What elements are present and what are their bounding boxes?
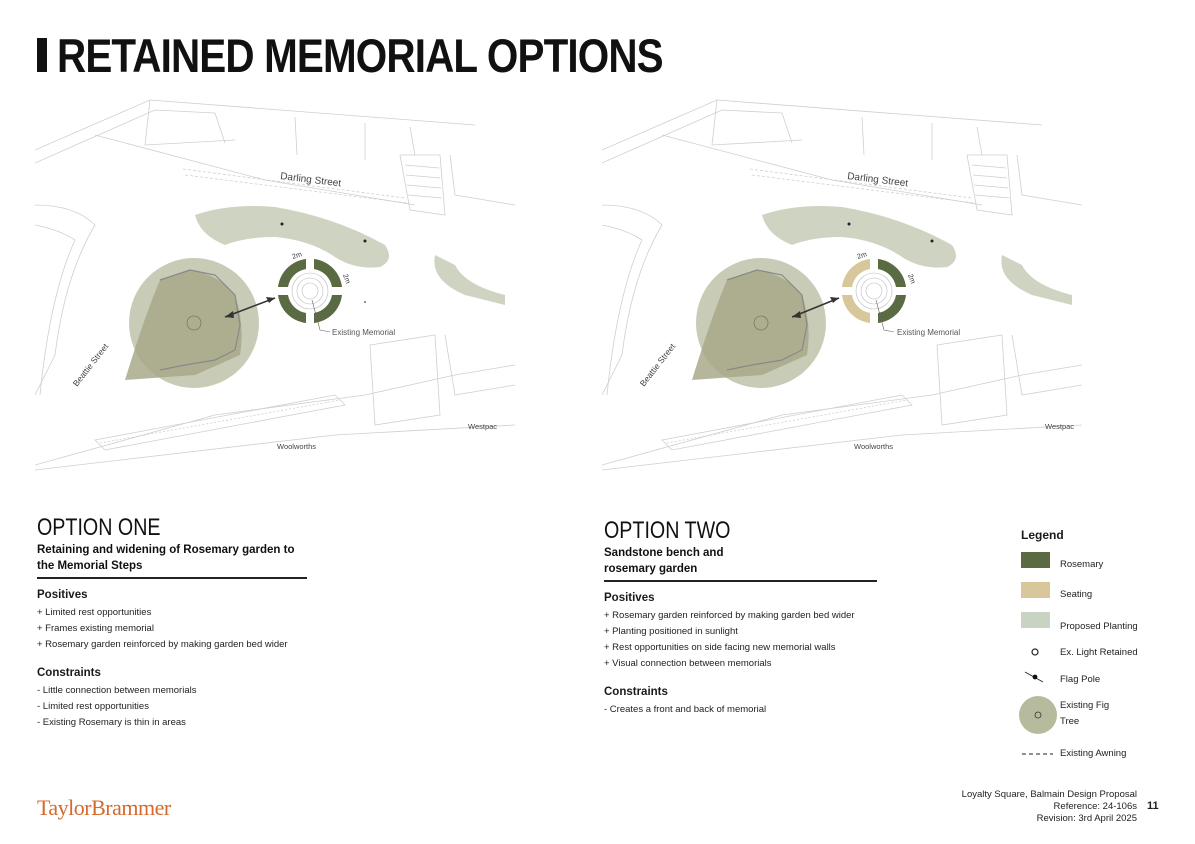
- list-item: - Little connection between memorials: [37, 685, 197, 696]
- revision: Revision: 3rd April 2025: [1036, 813, 1137, 824]
- positives-list: + Rosemary garden reinforced by making g…: [604, 608, 904, 672]
- darling-street-label: Darling Street: [847, 171, 909, 189]
- dimension-label: 2m: [291, 251, 303, 261]
- option-one-panel: OPTION ONE Retaining and widening of Ros…: [37, 515, 337, 731]
- woolworths-label: Woolworths: [854, 442, 893, 451]
- rosemary-swatch: [1021, 552, 1050, 568]
- title-accent-bar: [37, 38, 47, 72]
- legend-label: Ex. Light Retained: [1060, 647, 1138, 658]
- constraints-list: - Little connection between memorials - …: [37, 683, 337, 731]
- list-item: - Limited rest opportunities: [37, 701, 149, 712]
- list-item: - Creates a front and back of memorial: [604, 704, 767, 715]
- site-plan-option-two: Existing Memorial 2m 2m Darling Street B…: [602, 95, 1082, 475]
- legend-item-seating: Seating: [1021, 582, 1181, 612]
- constraints-heading: Constraints: [604, 686, 668, 698]
- option-subtitle-line: Retaining and widening of Rosemary garde…: [37, 544, 295, 556]
- project-name: Loyalty Square, Balmain Design Proposal: [961, 789, 1137, 800]
- positives-list: + Limited rest opportunities + Frames ex…: [37, 605, 337, 653]
- darling-street-label: Darling Street: [280, 171, 342, 189]
- legend-item-rosemary: Rosemary: [1021, 552, 1181, 582]
- option-subtitle-line: Sandstone bench and: [604, 547, 724, 559]
- divider: [37, 577, 307, 579]
- legend-label: Existing Awning: [1060, 748, 1127, 759]
- option-subtitle-line: rosemary garden: [604, 563, 698, 575]
- list-item: + Rosemary garden reinforced by making g…: [604, 610, 855, 621]
- westpac-label: Westpac: [1045, 422, 1074, 431]
- list-item: - Existing Rosemary is thin in areas: [37, 717, 186, 728]
- option-subtitle: Sandstone bench and rosemary garden: [604, 545, 904, 577]
- reference: Reference: 24-106s: [1053, 801, 1137, 812]
- legend-label: Flag Pole: [1060, 674, 1101, 685]
- legend-item-light: Ex. Light Retained: [1021, 642, 1181, 669]
- beattie-street-label: Beattie Street: [638, 341, 678, 388]
- legend-label-line: Existing Fig: [1060, 700, 1110, 711]
- planting-swatch: [1021, 612, 1050, 628]
- option-heading: OPTION TWO: [604, 517, 731, 544]
- dimension-label: 2m: [906, 273, 916, 285]
- legend-item-planting: Proposed Planting: [1021, 612, 1181, 642]
- light-icon: [1031, 648, 1039, 656]
- legend-label: Seating: [1060, 589, 1093, 600]
- option-two-panel: OPTION TWO Sandstone bench and rosemary …: [604, 518, 904, 718]
- positives-heading: Positives: [604, 592, 655, 604]
- page-title: RETAINED MEMORIAL OPTIONS: [57, 29, 664, 82]
- legend-label: Existing Fig Tree: [1060, 698, 1170, 730]
- list-item: + Rosemary garden reinforced by making g…: [37, 639, 288, 650]
- option-heading: OPTION ONE: [37, 514, 161, 541]
- positives-heading: Positives: [37, 589, 88, 601]
- legend-label: Proposed Planting: [1060, 621, 1138, 632]
- divider: [604, 580, 877, 582]
- legend-item-awning: Existing Awning: [1021, 743, 1181, 773]
- page-number: 11: [1147, 800, 1159, 812]
- site-plan-drawing: Existing Memorial 2m 2m Darling Street B…: [602, 99, 1082, 471]
- list-item: + Rest opportunities on side facing new …: [604, 642, 836, 653]
- site-plan-drawing: Existing Memorial 2m 2m Darling Street B…: [35, 99, 515, 471]
- woolworths-label: Woolworths: [277, 442, 316, 451]
- beattie-street-label: Beattie Street: [71, 341, 111, 388]
- footer-info: Loyalty Square, Balmain Design Proposal …: [962, 789, 1137, 825]
- legend-label-line: Tree: [1060, 716, 1080, 727]
- legend-title: Legend: [1021, 528, 1064, 542]
- existing-memorial-label: Existing Memorial: [897, 328, 960, 337]
- option-subtitle-line: the Memorial Steps: [37, 560, 143, 572]
- list-item: + Frames existing memorial: [37, 623, 154, 634]
- legend-item-fig-tree: Existing Fig Tree: [1019, 695, 1181, 743]
- list-item: + Planting positioned in sunlight: [604, 626, 738, 637]
- flag-pole-icon: [1024, 671, 1044, 683]
- fig-tree-icon: [1019, 696, 1057, 734]
- seating-swatch: [1021, 582, 1050, 598]
- list-item: + Visual connection between memorials: [604, 658, 772, 669]
- dimension-label: 2m: [856, 251, 868, 261]
- legend-item-flag-pole: Flag Pole: [1021, 669, 1181, 695]
- awning-dashed-line: [1022, 753, 1053, 755]
- constraints-list: - Creates a front and back of memorial: [604, 702, 904, 718]
- site-plan-option-one: Existing Memorial 2m 2m Darling Street B…: [35, 95, 515, 475]
- list-item: + Limited rest opportunities: [37, 607, 152, 618]
- constraints-heading: Constraints: [37, 667, 101, 679]
- taylorbrammer-logo: TaylorBrammer: [37, 795, 171, 820]
- legend-label: Rosemary: [1060, 559, 1104, 570]
- legend: Legend Rosemary Seating Proposed Plantin…: [1019, 528, 1181, 773]
- option-subtitle: Retaining and widening of Rosemary garde…: [37, 542, 337, 574]
- westpac-label: Westpac: [468, 422, 497, 431]
- existing-memorial-label: Existing Memorial: [332, 328, 395, 337]
- dimension-label: 2m: [341, 273, 351, 285]
